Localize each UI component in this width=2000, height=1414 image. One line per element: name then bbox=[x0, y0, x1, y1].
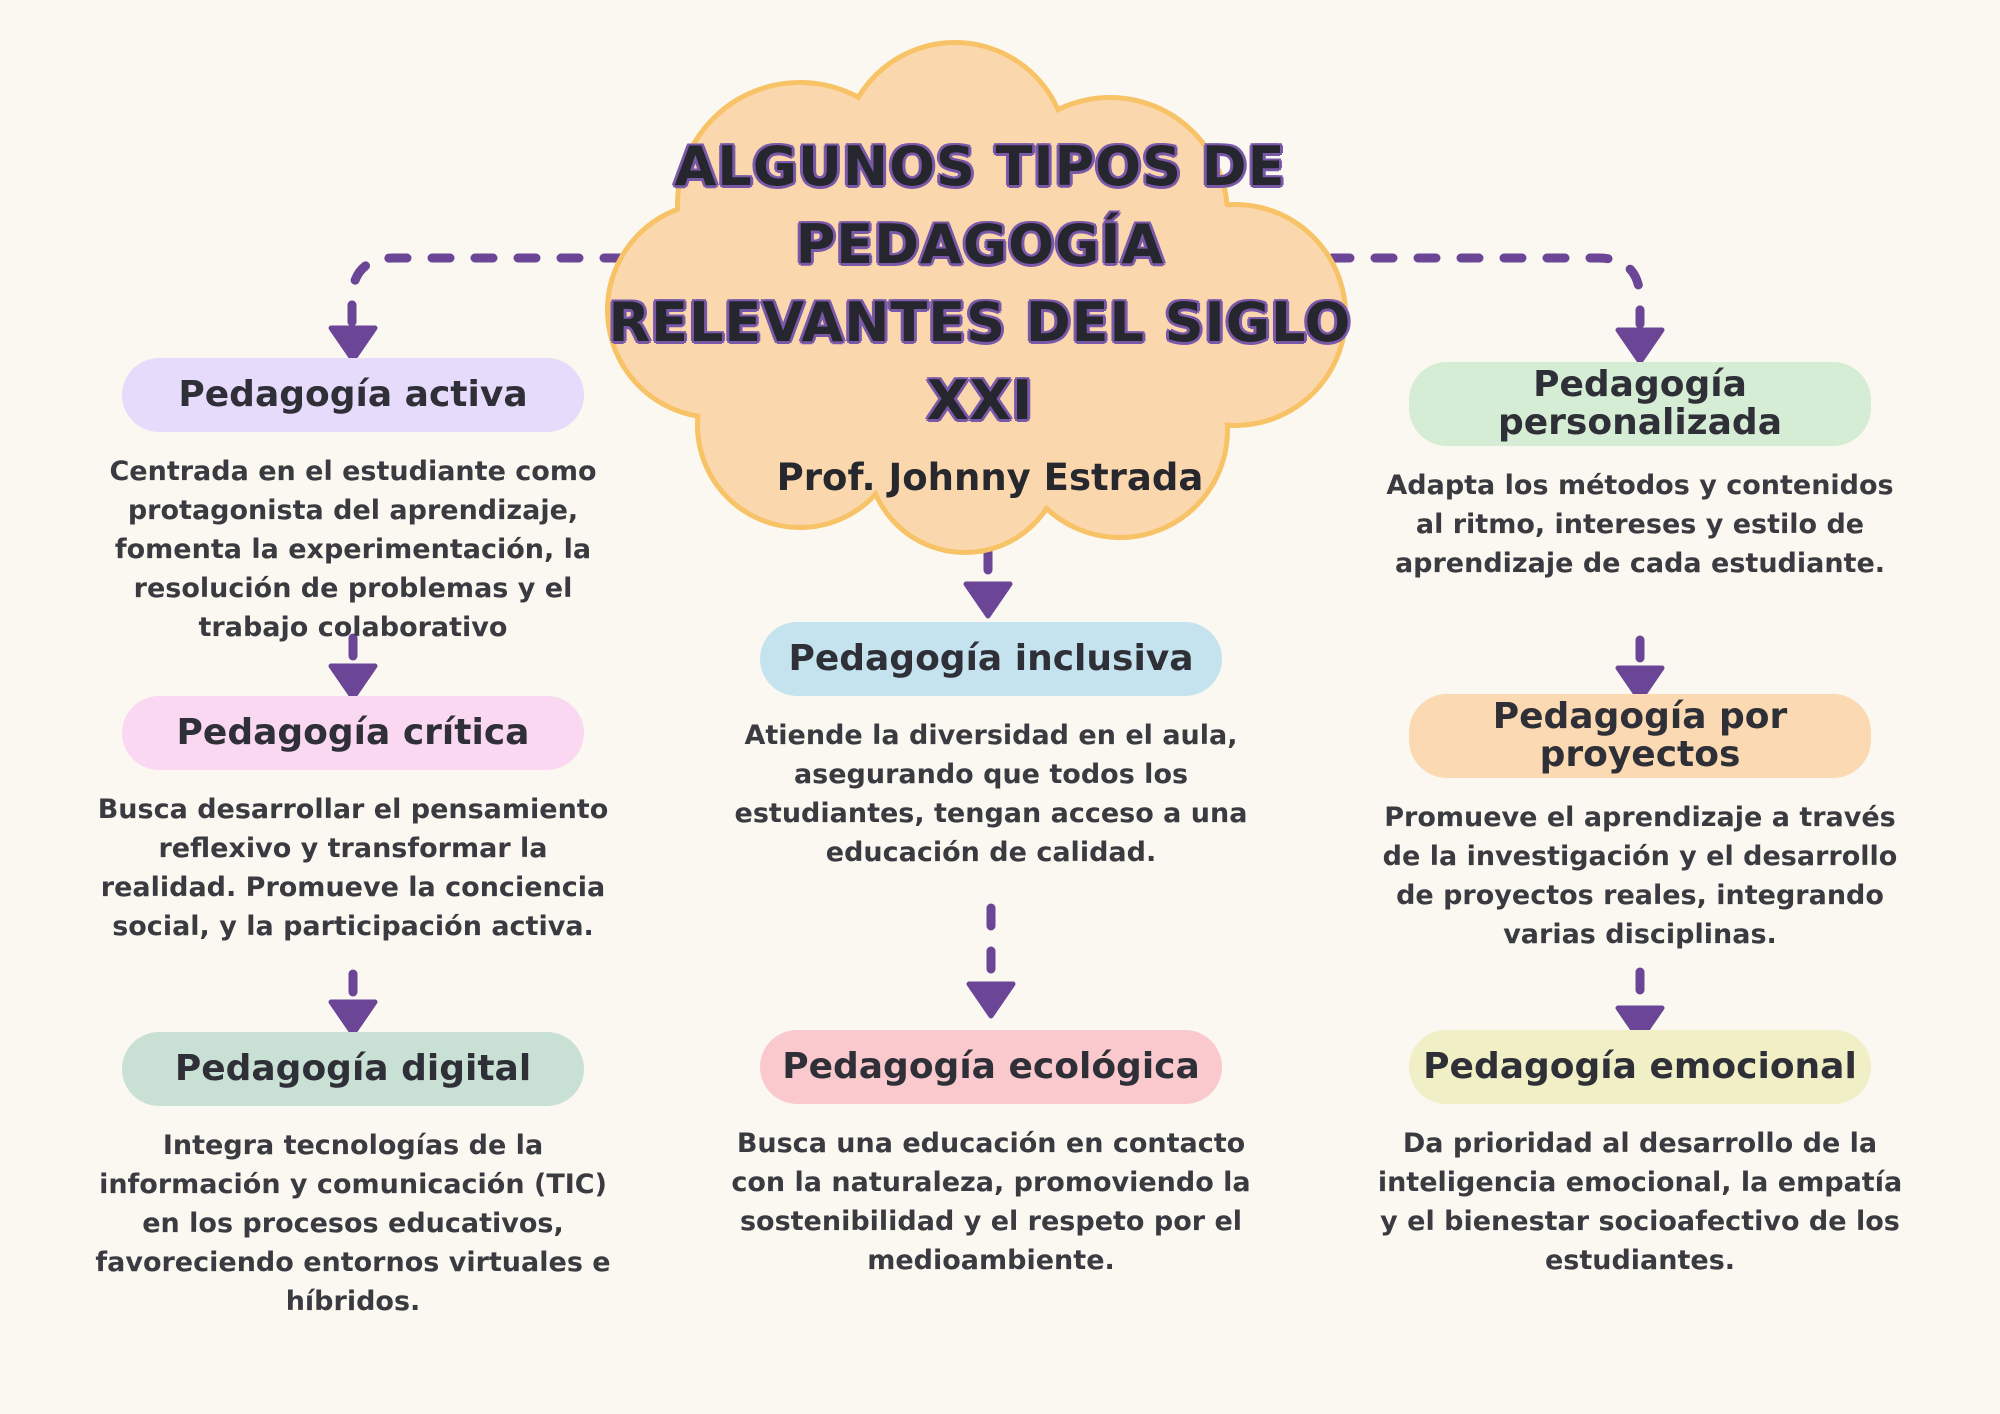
node-description: Atiende la diversidad en el aula, asegur… bbox=[734, 720, 1248, 868]
connector-personalizada-to-proyectos bbox=[1615, 635, 1665, 703]
node-description: Busca una educación en contacto con la n… bbox=[731, 1128, 1251, 1276]
title-line: ALGUNOS TIPOS DE bbox=[674, 135, 1286, 198]
title-cloud bbox=[605, 40, 1348, 555]
connector-activa-to-critica bbox=[328, 633, 378, 701]
connector-cloud-to-inclusiva bbox=[963, 547, 1013, 619]
node-label: Pedagogía personalizada bbox=[1497, 364, 1782, 444]
node-description: Busca desarrollar el pensamiento reflexi… bbox=[97, 794, 609, 942]
node-pedagogia-inclusiva: Pedagogía inclusiva Atiende la diversida… bbox=[726, 622, 1256, 872]
node-description: Da prioridad al desarrollo de la intelig… bbox=[1377, 1128, 1903, 1276]
node-pill: Pedagogía crítica bbox=[122, 696, 584, 770]
arrowhead-down-icon bbox=[1615, 1005, 1665, 1043]
title-line: RELEVANTES DEL SIGLO bbox=[608, 291, 1352, 354]
node-pedagogia-emocional: Pedagogía emocional Da prioridad al desa… bbox=[1375, 1030, 1905, 1280]
node-description: Promueve el aprendizaje a través de la i… bbox=[1382, 802, 1898, 951]
node-pedagogia-ecologica: Pedagogía ecológica Busca una educación … bbox=[726, 1030, 1256, 1280]
node-pill: Pedagogía inclusiva bbox=[760, 622, 1222, 696]
node-label: Pedagogía digital bbox=[174, 1047, 532, 1089]
node-description: Centrada en el estudiante como protagoni… bbox=[109, 456, 597, 643]
node-pedagogia-digital: Pedagogía digital Integra tecnologías de… bbox=[88, 1032, 618, 1321]
connector-cloud-to-activa bbox=[328, 253, 627, 363]
node-pill: Pedagogía emocional bbox=[1409, 1030, 1871, 1104]
node-label: Pedagogía crítica bbox=[176, 711, 530, 753]
node-label: Pedagogía ecológica bbox=[782, 1045, 1200, 1087]
arrowhead-down-icon bbox=[963, 581, 1013, 619]
node-label: Pedagogía por proyectos bbox=[1492, 696, 1788, 776]
node-label: Pedagogía inclusiva bbox=[788, 637, 1194, 679]
arrowhead-down-icon bbox=[328, 325, 378, 363]
connector-proyectos-to-emocional bbox=[1615, 967, 1665, 1043]
arrowhead-down-icon bbox=[328, 663, 378, 701]
node-pill: Pedagogía personalizada bbox=[1409, 362, 1871, 447]
node-pill: Pedagogía ecológica bbox=[760, 1030, 1222, 1104]
node-pedagogia-activa: Pedagogía activa Centrada en el estudian… bbox=[88, 358, 618, 647]
poster-title: ALGUNOS TIPOS DE PEDAGOGÍA RELEVANTES DE… bbox=[550, 128, 1410, 440]
node-description: Integra tecnologías de la información y … bbox=[95, 1130, 611, 1317]
connector-cloud-to-personalizada bbox=[1327, 253, 1665, 365]
arrowhead-down-icon bbox=[966, 981, 1016, 1019]
node-pedagogia-personalizada: Pedagogía personalizada Adapta los métod… bbox=[1375, 362, 1905, 583]
node-label: Pedagogía emocional bbox=[1423, 1045, 1857, 1087]
node-pedagogia-critica: Pedagogía crítica Busca desarrollar el p… bbox=[88, 696, 618, 946]
arrowhead-down-icon bbox=[328, 999, 378, 1037]
arrowhead-down-icon bbox=[1615, 327, 1665, 365]
node-pill: Pedagogía activa bbox=[122, 358, 584, 432]
title-line: XXI bbox=[926, 369, 1034, 432]
node-pedagogia-por-proyectos: Pedagogía por proyectos Promueve el apre… bbox=[1375, 694, 1905, 954]
arrowhead-down-icon bbox=[1615, 665, 1665, 703]
node-pill: Pedagogía por proyectos bbox=[1409, 694, 1871, 779]
author-name: Prof. Johnny Estrada bbox=[776, 456, 1204, 499]
node-pill: Pedagogía digital bbox=[122, 1032, 584, 1106]
connector-critica-to-digital bbox=[328, 969, 378, 1037]
node-description: Adapta los métodos y contenidos al ritmo… bbox=[1386, 470, 1894, 580]
node-label: Pedagogía activa bbox=[178, 373, 528, 415]
connector-inclusiva-to-ecologica bbox=[966, 903, 1016, 1019]
title-line: PEDAGOGÍA bbox=[795, 213, 1165, 276]
